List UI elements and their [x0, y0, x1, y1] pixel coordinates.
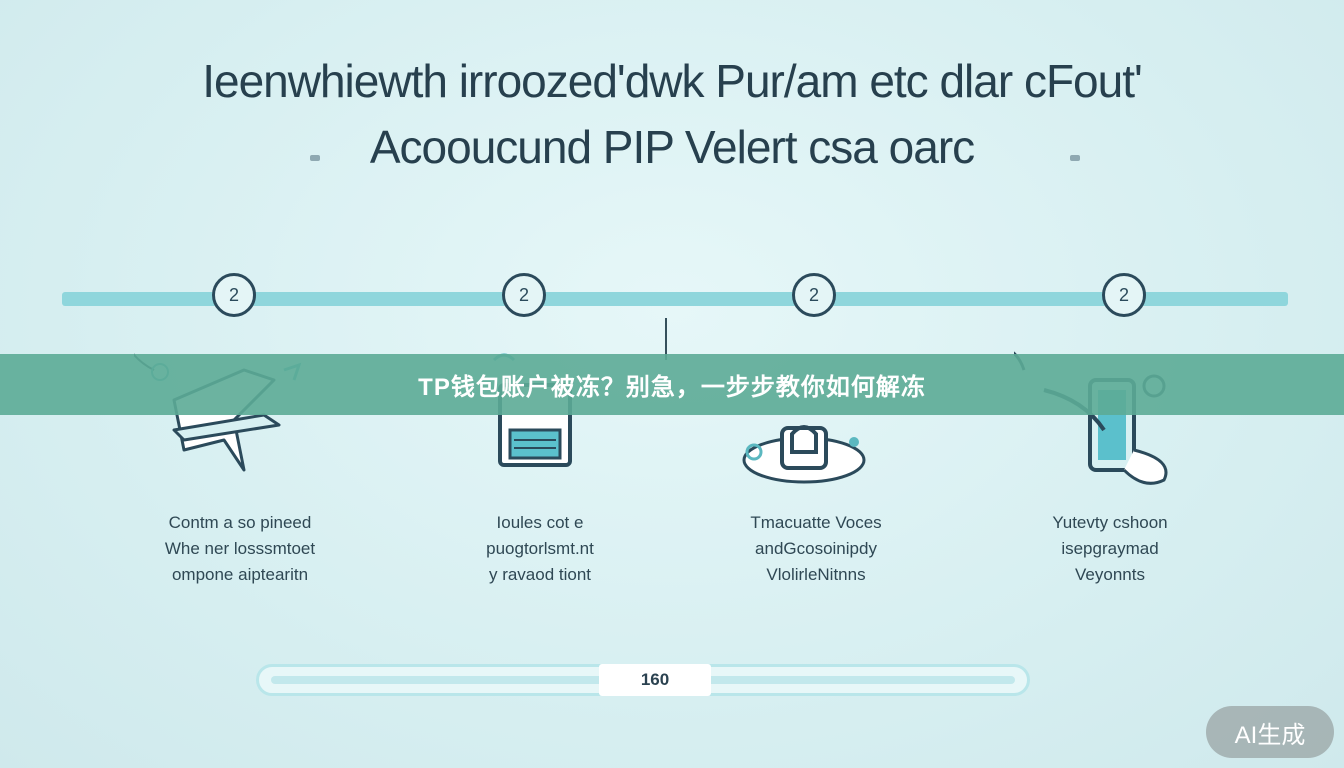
step-marker-1: 2 — [212, 273, 256, 317]
step-marker-4: 2 — [1102, 273, 1146, 317]
ai-generated-badge: AI生成 — [1206, 706, 1334, 758]
timeline-tick — [665, 318, 667, 360]
caption-line: y ravaod tiont — [488, 565, 592, 584]
progress-label: 160 — [599, 664, 711, 696]
step-caption-2: Ioules cot e puogtorlsmt.nt y ravaod tio… — [410, 510, 670, 588]
timeline-bar — [62, 292, 1288, 306]
title-banner: TP钱包账户被冻？别急，一步步教你如何解冻 — [0, 354, 1344, 415]
step-caption-4: Yutevty cshoon isepgraymad Veyonnts — [980, 510, 1240, 588]
caption-line: Veyonnts — [1075, 565, 1145, 584]
banner-text: TP钱包账户被冻？别急，一步步教你如何解冻 — [418, 374, 926, 401]
caption-line: Contm a so pineed — [168, 513, 312, 532]
headline-line-1: Ieenwhiewth irroozed'dwk Pur/am etc dlar… — [202, 55, 1143, 107]
headline-line-2: Acooucund PIP Velert csa oarc — [369, 121, 975, 173]
caption-line: Whe ner losssmtoet — [164, 539, 316, 558]
step-marker-3: 2 — [792, 273, 836, 317]
caption-line: Tmacuatte Voces — [750, 513, 882, 532]
decor-dot-left — [310, 155, 320, 161]
caption-line: andGcosoinipdy — [755, 539, 877, 558]
caption-line: puogtorlsmt.nt — [486, 539, 594, 558]
step-caption-1: Contm a so pineed Whe ner losssmtoet omp… — [110, 510, 370, 588]
caption-line: ompone aiptearitn — [171, 565, 309, 584]
step-marker-2: 2 — [502, 273, 546, 317]
step-caption-3: Tmacuatte Voces andGcosoinipdy VlolirleN… — [686, 510, 946, 588]
caption-line: VlolirleNitnns — [766, 565, 866, 584]
lock-icon — [742, 425, 866, 484]
progress-bar: 160 — [256, 664, 1030, 696]
caption-line: isepgraymad — [1061, 539, 1159, 558]
caption-line: Yutevty cshoon — [1052, 513, 1168, 532]
caption-line: Ioules cot e — [496, 513, 584, 532]
decor-dot-right — [1070, 155, 1080, 161]
